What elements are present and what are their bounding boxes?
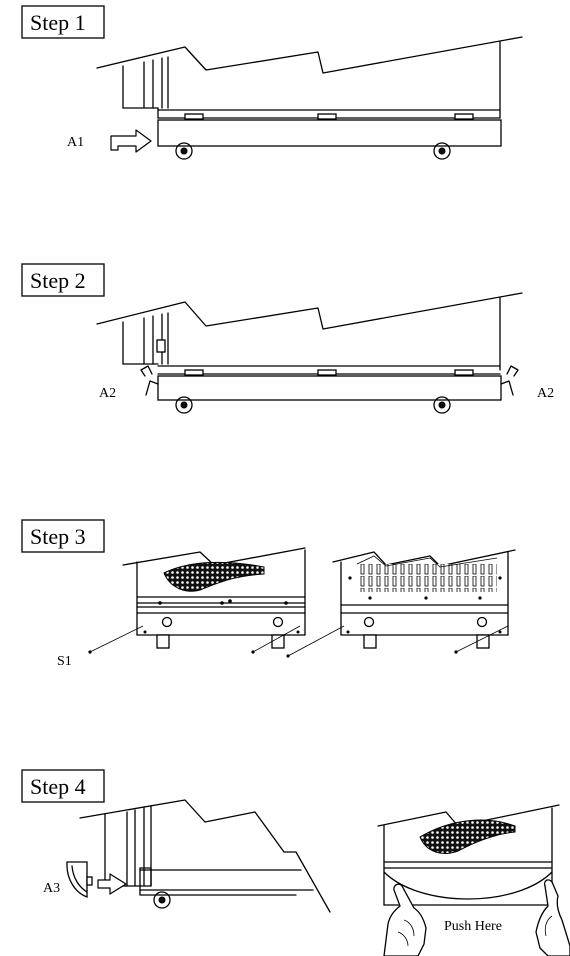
step-3: Step 3 [21, 519, 516, 669]
step-1: Step 1 A1 [21, 5, 523, 160]
step-1-arrow-icon [110, 129, 152, 153]
step-2-title: Step 2 [30, 268, 86, 293]
step-3-title: Step 3 [30, 524, 86, 549]
step-4: Step 4 A3 [21, 769, 570, 956]
step-2: Step 2 A2 A2 [21, 263, 554, 414]
step-2-label-a2-right: A2 [537, 386, 554, 401]
step-1-title: Step 1 [30, 10, 86, 35]
step-3-right-unit [332, 549, 516, 649]
step-4-label-a3: A3 [43, 881, 60, 896]
step-1-title-box [21, 5, 105, 39]
step-2-title-box [21, 263, 105, 297]
step-2-label-a2-left: A2 [99, 386, 116, 401]
step-4-title-box [21, 769, 105, 803]
step-4-right-hand-icon [535, 879, 570, 956]
step-1-label-a1: A1 [67, 135, 84, 150]
step-4-arrow-icon [97, 873, 127, 895]
step-4-push-here-label: Push Here [444, 919, 502, 934]
step-3-left-unit [122, 547, 306, 649]
step-3-title-box [21, 519, 105, 553]
step-4-right-machine [377, 804, 560, 906]
step-2-left-clip-icon [140, 365, 159, 396]
step-1-machine [96, 36, 523, 160]
step-4-title: Step 4 [30, 774, 86, 799]
step-3-screw-pointers [88, 625, 509, 658]
step-3-label-s1: S1 [57, 654, 72, 669]
step-4-left-hand-icon [383, 883, 427, 956]
step-4-cover-part-icon [66, 861, 93, 898]
step-4-left-machine [79, 799, 331, 913]
step-2-right-clip-icon [500, 365, 519, 396]
step-2-machine [96, 292, 523, 414]
